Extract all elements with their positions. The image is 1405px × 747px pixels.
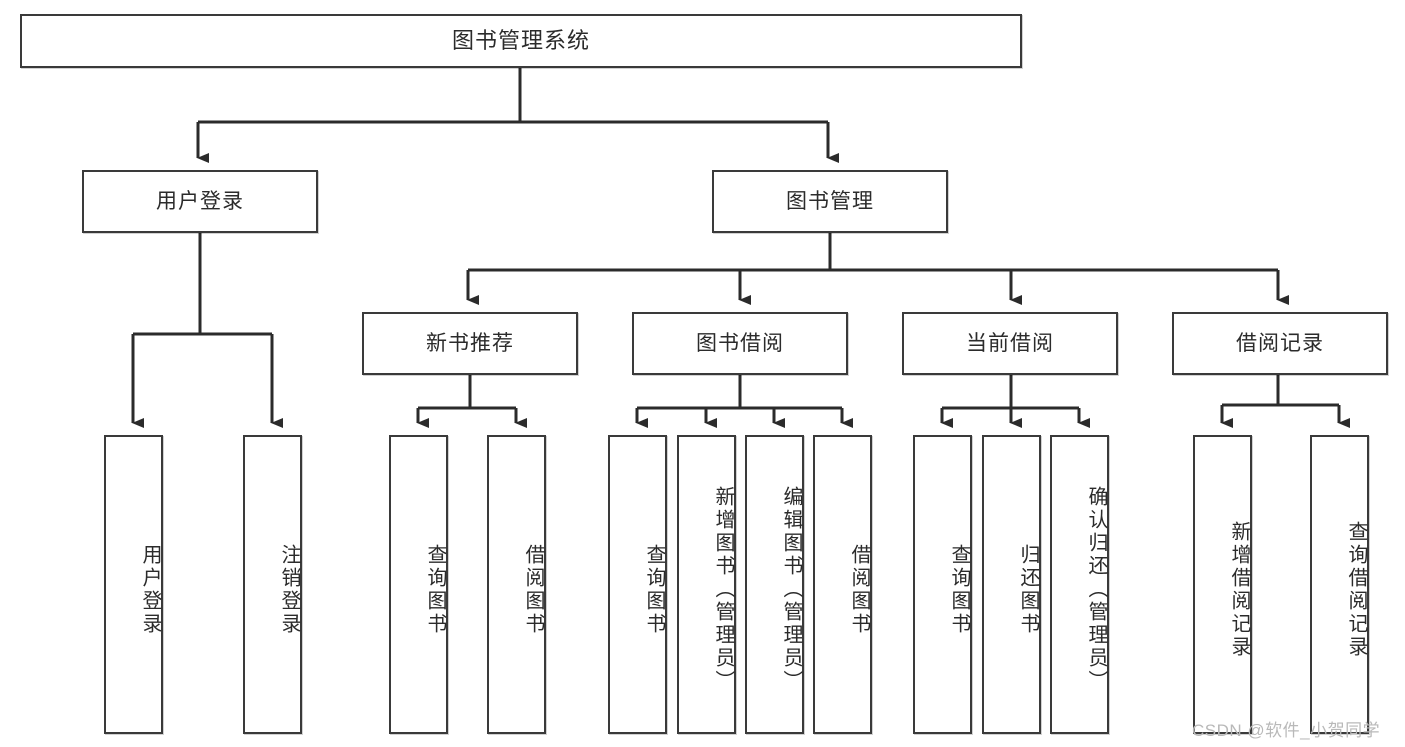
leaf-confirm-return-label: 确认归还（管理员） <box>1085 486 1107 693</box>
leaf-user-login-label: 用户登录 <box>139 543 161 636</box>
node-book-management-label: 图书管理 <box>786 189 874 213</box>
leaf-edit-book-label: 编辑图书（管理员） <box>780 486 802 693</box>
node-book-management[interactable]: 图书管理 <box>712 170 948 233</box>
node-root-label: 图书管理系统 <box>451 27 590 53</box>
node-new-book-recommend[interactable]: 新书推荐 <box>362 312 578 375</box>
leaf-add-book[interactable]: 新增图书（管理员） <box>677 435 736 734</box>
leaf-borrow-book-2[interactable]: 借阅图书 <box>813 435 872 734</box>
node-current-borrow-label: 当前借阅 <box>966 331 1054 355</box>
leaf-user-login[interactable]: 用户登录 <box>104 435 163 734</box>
node-book-borrow[interactable]: 图书借阅 <box>632 312 848 375</box>
leaf-add-record[interactable]: 新增借阅记录 <box>1193 435 1252 734</box>
leaf-borrow-book-1-label: 借阅图书 <box>522 543 544 636</box>
leaf-query-book-3-label: 查询图书 <box>948 543 970 636</box>
node-new-book-recommend-label: 新书推荐 <box>426 331 514 355</box>
leaf-logout-login[interactable]: 注销登录 <box>243 435 302 734</box>
leaf-query-record-label: 查询借阅记录 <box>1345 520 1367 659</box>
csdn-watermark: CSDN @软件_小贺同学 <box>1192 721 1381 740</box>
node-book-borrow-label: 图书借阅 <box>696 331 784 355</box>
leaf-query-book-1-label: 查询图书 <box>424 543 446 636</box>
node-root-book-management-system[interactable]: 图书管理系统 <box>20 14 1022 68</box>
leaf-edit-book[interactable]: 编辑图书（管理员） <box>745 435 804 734</box>
node-current-borrow[interactable]: 当前借阅 <box>902 312 1118 375</box>
leaf-query-book-2[interactable]: 查询图书 <box>608 435 667 734</box>
node-user-login-label: 用户登录 <box>156 189 244 213</box>
leaf-return-book[interactable]: 归还图书 <box>982 435 1041 734</box>
leaf-query-book-3[interactable]: 查询图书 <box>913 435 972 734</box>
node-borrow-record-label: 借阅记录 <box>1236 331 1324 355</box>
leaf-borrow-book-2-label: 借阅图书 <box>848 543 870 636</box>
node-borrow-record[interactable]: 借阅记录 <box>1172 312 1388 375</box>
leaf-return-book-label: 归还图书 <box>1017 543 1039 636</box>
leaf-query-record[interactable]: 查询借阅记录 <box>1310 435 1369 734</box>
leaf-query-book-2-label: 查询图书 <box>643 543 665 636</box>
leaf-query-book-1[interactable]: 查询图书 <box>389 435 448 734</box>
leaf-borrow-book-1[interactable]: 借阅图书 <box>487 435 546 734</box>
leaf-logout-login-label: 注销登录 <box>278 543 300 636</box>
leaf-confirm-return[interactable]: 确认归还（管理员） <box>1050 435 1109 734</box>
leaf-add-book-label: 新增图书（管理员） <box>712 486 734 693</box>
node-user-login[interactable]: 用户登录 <box>82 170 318 233</box>
leaf-add-record-label: 新增借阅记录 <box>1228 520 1250 659</box>
